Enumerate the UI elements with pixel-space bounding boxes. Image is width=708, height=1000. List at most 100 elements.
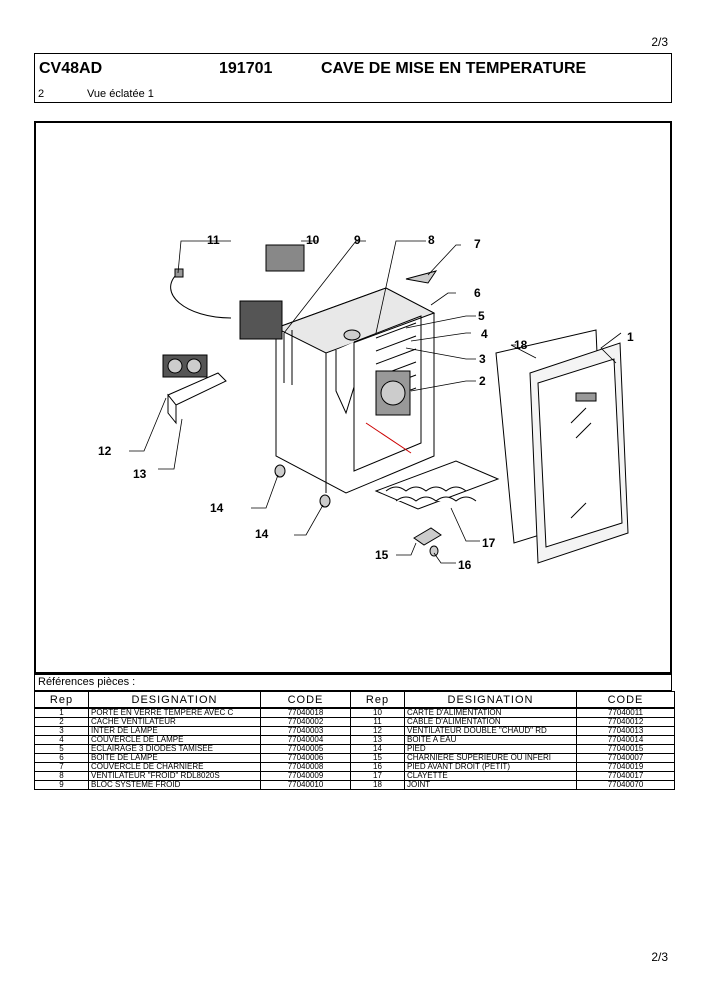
callout-14b: 14 xyxy=(255,527,269,541)
callout-12: 12 xyxy=(98,444,112,458)
references-label: Références pièces : xyxy=(34,674,672,691)
cell-code: 77040014 xyxy=(576,735,675,745)
cabinet-body xyxy=(274,287,436,494)
cell-code: 77040009 xyxy=(260,771,351,781)
cell-code: 77040006 xyxy=(260,753,351,763)
table-row: 6 BOITE DE LAMPE 77040006 15 CHARNIERE S… xyxy=(34,753,675,763)
cell-designation: PORTE EN VERRE TEMPERE AVEC C xyxy=(88,707,261,718)
table-row: 1 PORTE EN VERRE TEMPERE AVEC C 77040018… xyxy=(34,707,675,718)
cell-code: 77040070 xyxy=(576,780,675,790)
door-and-seal xyxy=(495,329,629,564)
cell-designation: COUVERCLE DE CHARNIERE xyxy=(88,762,261,772)
callout-3: 3 xyxy=(479,352,486,366)
table-row: 7 COUVERCLE DE CHARNIERE 77040008 16 PIE… xyxy=(34,762,675,772)
cell-rep: 2 xyxy=(34,717,89,727)
cell-code: 77040008 xyxy=(260,762,351,772)
section-number: 2 xyxy=(38,88,45,100)
table-row: 5 ECLAIRAGE 3 DIODES TAMISEE 77040005 14… xyxy=(34,744,675,754)
cell-code: 77040004 xyxy=(260,735,351,745)
cell-designation: VENTILATEUR "FROID" RDL8020S xyxy=(88,771,261,781)
double-fan-and-water-box xyxy=(162,354,227,425)
cell-designation: CABLE D'ALIMENTATION xyxy=(404,717,577,727)
cell-rep: 15 xyxy=(350,753,405,763)
callout-5: 5 xyxy=(478,309,485,323)
callout-14a: 14 xyxy=(210,501,224,515)
cell-designation: BOITE DE LAMPE xyxy=(88,753,261,763)
cell-designation: CLAYETTE xyxy=(404,771,577,781)
table-row: 9 BLOC SYSTEME FROID 77040010 18 JOINT 7… xyxy=(34,780,675,790)
cell-designation: BLOC SYSTEME FROID xyxy=(88,780,261,790)
header-box: CV48AD 191701 CAVE DE MISE EN TEMPERATUR… xyxy=(34,53,672,103)
callout-11: 11 xyxy=(207,233,220,247)
fan-unit xyxy=(375,370,411,416)
cell-rep: 7 xyxy=(34,762,89,772)
cell-rep: 1 xyxy=(34,707,89,718)
section-title: Vue éclatée 1 xyxy=(87,88,154,100)
cell-code: 77040012 xyxy=(576,717,675,727)
table-row: 3 INTER DE LAMPE 77040003 12 VENTILATEUR… xyxy=(34,726,675,736)
table-row: 4 COUVERCLE DE LAMPE 77040004 13 BOITE A… xyxy=(34,735,675,745)
leader-lines xyxy=(129,240,622,564)
cell-code: 77040019 xyxy=(576,762,675,772)
document-title: CAVE DE MISE EN TEMPERATURE xyxy=(321,60,587,77)
col-header-rep-2: Rep xyxy=(350,691,405,709)
cell-rep: 14 xyxy=(350,744,405,754)
document-number: 191701 xyxy=(219,60,273,77)
col-header-code-2: CODE xyxy=(576,691,675,709)
callout-8: 8 xyxy=(428,233,435,247)
cell-rep: 12 xyxy=(350,726,405,736)
callout-numbers: 11 10 9 8 7 6 5 4 3 2 1 18 12 13 14 14 1… xyxy=(98,233,634,572)
cell-rep: 4 xyxy=(34,735,89,745)
cell-designation: CARTE D'ALIMENTATION xyxy=(404,707,577,718)
table-header-row: Rep DESIGNATION CODE Rep DESIGNATION COD… xyxy=(34,691,675,709)
table-row: 2 CACHE VENTILATEUR 77040002 11 CABLE D'… xyxy=(34,717,675,727)
callout-15: 15 xyxy=(375,548,389,562)
cell-code: 77040007 xyxy=(576,753,675,763)
cell-rep: 9 xyxy=(34,780,89,790)
callout-7: 7 xyxy=(474,237,481,251)
cell-rep: 3 xyxy=(34,726,89,736)
cell-rep: 17 xyxy=(350,771,405,781)
cell-code: 77040015 xyxy=(576,744,675,754)
callout-9: 9 xyxy=(354,233,361,247)
power-cable xyxy=(170,268,232,319)
callout-1: 1 xyxy=(627,330,634,344)
exploded-view-diagram: 11 10 9 8 7 6 5 4 3 2 1 18 12 13 14 14 1… xyxy=(34,121,672,674)
callout-13: 13 xyxy=(133,467,147,481)
small-parts xyxy=(274,270,442,557)
callout-16: 16 xyxy=(458,558,472,572)
callout-6: 6 xyxy=(474,286,481,300)
wine-shelf xyxy=(374,460,500,510)
cell-designation: CHARNIERE SUPERIEURE OU INFERI xyxy=(404,753,577,763)
model-code: CV48AD xyxy=(39,60,103,77)
cell-rep: 16 xyxy=(350,762,405,772)
page-number-top: 2/3 xyxy=(651,35,668,49)
col-header-rep-1: Rep xyxy=(34,691,89,709)
cell-designation: VENTILATEUR DOUBLE "CHAUD" RD xyxy=(404,726,577,736)
cell-rep: 6 xyxy=(34,753,89,763)
cell-code: 77040010 xyxy=(260,780,351,790)
cell-designation: PIED xyxy=(404,744,577,754)
callout-17: 17 xyxy=(482,536,496,550)
cell-rep: 10 xyxy=(350,707,405,718)
parts-table: Rep DESIGNATION CODE Rep DESIGNATION COD… xyxy=(34,691,675,790)
cell-rep: 18 xyxy=(350,780,405,790)
cell-designation: CACHE VENTILATEUR xyxy=(88,717,261,727)
cell-code: 77040002 xyxy=(260,717,351,727)
col-header-designation-1: DESIGNATION xyxy=(88,691,261,709)
cell-code: 77040013 xyxy=(576,726,675,736)
col-header-designation-2: DESIGNATION xyxy=(404,691,577,709)
cell-rep: 8 xyxy=(34,771,89,781)
callout-10: 10 xyxy=(306,233,320,247)
cell-designation: BOITE A EAU xyxy=(404,735,577,745)
cell-rep: 5 xyxy=(34,744,89,754)
cell-code: 77040017 xyxy=(576,771,675,781)
exploded-view-drawing: 11 10 9 8 7 6 5 4 3 2 1 18 12 13 14 14 1… xyxy=(98,233,634,572)
cell-rep: 11 xyxy=(350,717,405,727)
cell-designation: JOINT xyxy=(404,780,577,790)
cell-designation: INTER DE LAMPE xyxy=(88,726,261,736)
callout-2: 2 xyxy=(479,374,486,388)
cell-designation: PIED AVANT DROIT (PETIT) xyxy=(404,762,577,772)
cooling-block xyxy=(239,244,305,340)
cell-code: 77040005 xyxy=(260,744,351,754)
